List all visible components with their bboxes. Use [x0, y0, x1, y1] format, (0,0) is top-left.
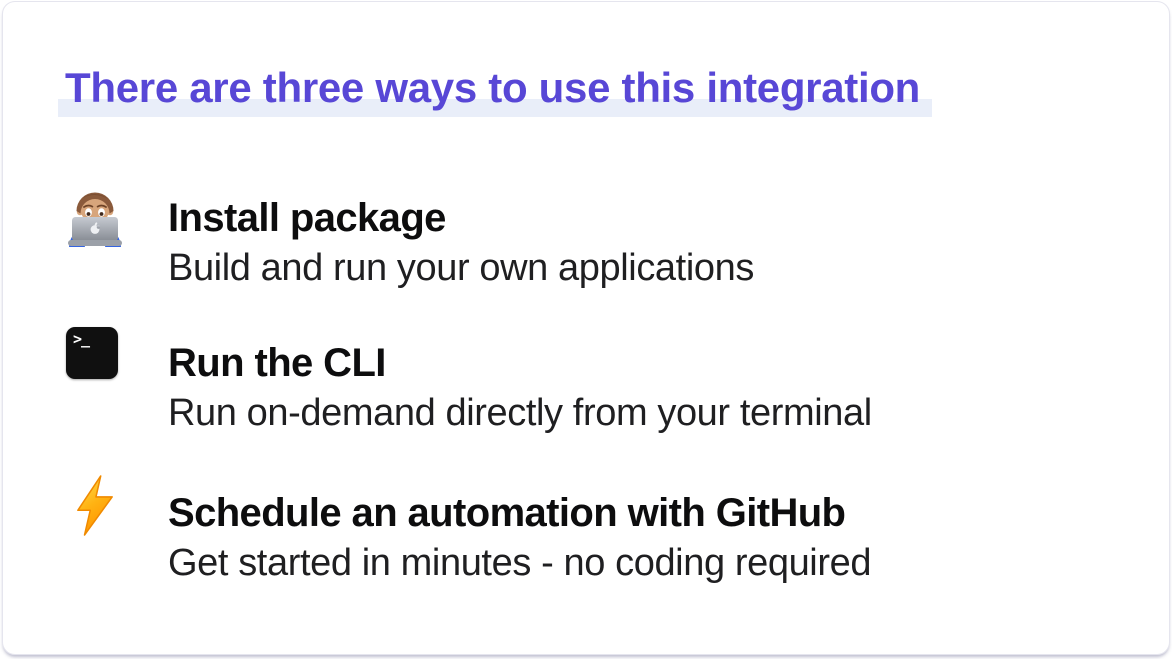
item-heading: Install package [168, 196, 446, 240]
list-item-install-package: Install package Build and run your own a… [63, 192, 1129, 305]
item-text-block: Run the CLI Run on-demand directly from … [168, 338, 1129, 438]
page-title: There are three ways to use this integra… [58, 58, 933, 117]
terminal-icon: >_ [66, 327, 118, 379]
item-description: Build and run your own applications [168, 247, 754, 289]
item-description: Get started in minutes - no coding requi… [168, 542, 872, 584]
item-text-block: Schedule an automation with GitHub Get s… [168, 488, 1129, 588]
slide-title-highlighted-text: There are three ways to use this integra… [58, 58, 933, 117]
list-item-run-cli: >_ Run the CLI Run on-demand directly fr… [63, 327, 1129, 450]
terminal-window: >_ [66, 327, 118, 379]
item-heading: Schedule an automation with GitHub [168, 491, 846, 535]
technologist-emoji-icon [63, 185, 127, 249]
item-description: Run on-demand directly from your termina… [168, 392, 872, 434]
list-item-schedule-automation: Schedule an automation with GitHub Get s… [63, 475, 1129, 600]
item-text-block: Install package Build and run your own a… [168, 193, 1129, 293]
lightning-bolt-icon [75, 474, 115, 537]
item-heading: Run the CLI [168, 341, 386, 385]
terminal-prompt-glyph: >_ [73, 330, 90, 348]
